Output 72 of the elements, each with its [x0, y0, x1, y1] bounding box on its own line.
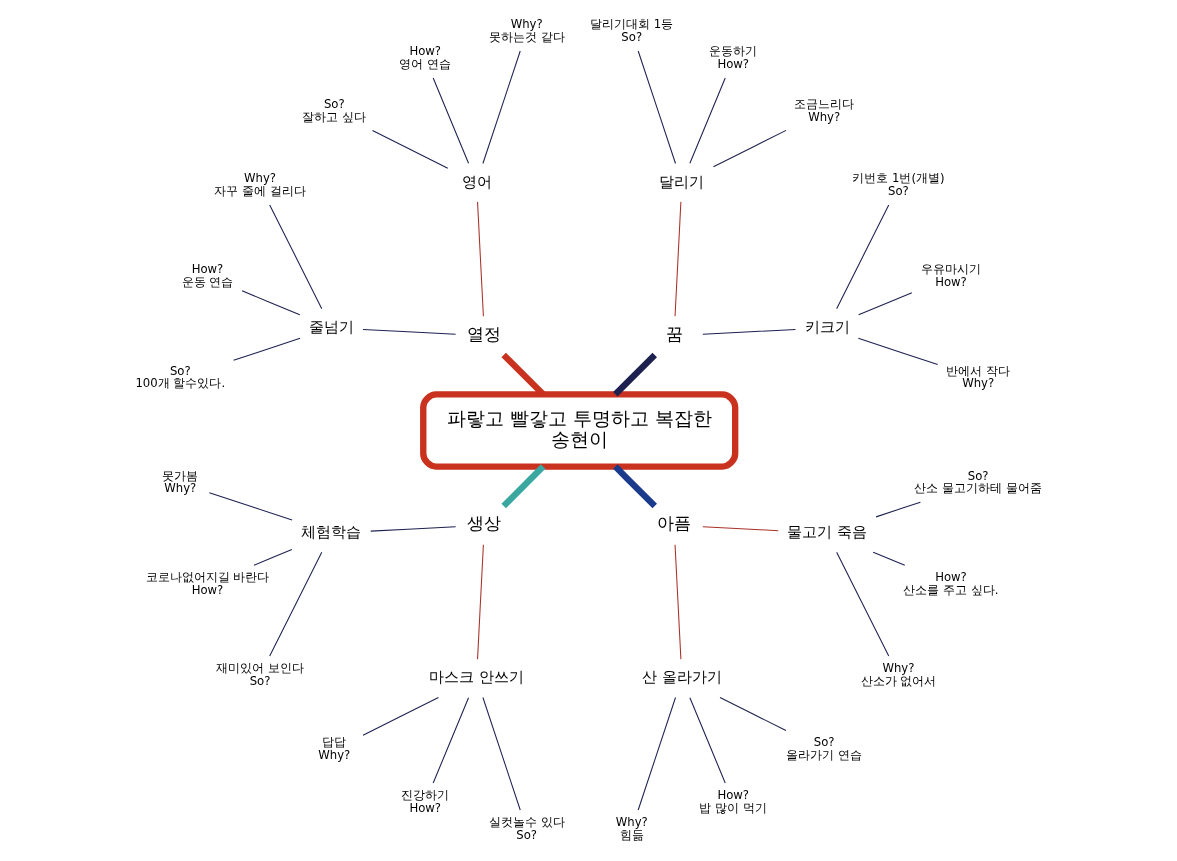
node-text: Why? 힘듦 — [615, 815, 648, 842]
connector — [432, 697, 470, 784]
connector — [613, 464, 657, 509]
node-text: How? 운동 연습 — [181, 262, 234, 289]
connector — [613, 352, 657, 397]
connector — [362, 328, 457, 335]
connector — [836, 551, 890, 657]
node-text: 달리기대회 1등 So? — [590, 17, 674, 44]
connector — [482, 696, 521, 811]
node-text: 키크기 — [804, 317, 850, 336]
connector — [689, 697, 726, 784]
node-text: 답답 Why? — [318, 735, 351, 763]
connector — [477, 544, 484, 660]
node-text: 산 올라가기 — [642, 668, 722, 687]
connector — [712, 129, 787, 168]
connector — [477, 201, 484, 317]
connector — [501, 464, 546, 509]
node-text: So? 잘하고 싶다 — [302, 96, 367, 124]
connector — [432, 77, 470, 164]
node-text: 키번호 1번(개별) So? — [852, 171, 945, 198]
node-text: 조금느리다 Why? — [794, 96, 855, 124]
node-text: 아픔 — [657, 513, 692, 534]
connector — [371, 129, 449, 169]
node-text: How? 밥 많이 먹기 — [699, 787, 767, 815]
node-text: 진강하기 How? — [401, 787, 450, 815]
node-text: 꿈 — [665, 323, 683, 344]
connector — [482, 50, 521, 165]
node-text: 달리기 — [659, 172, 705, 191]
node-text: 재미있어 보인다 So? — [216, 661, 304, 688]
node-text: 실컷놀수 있다 So? — [488, 815, 565, 842]
connector — [858, 292, 913, 316]
node-text: 생상 — [467, 513, 502, 534]
connector — [637, 696, 677, 811]
connector — [241, 290, 301, 316]
connector — [637, 50, 677, 165]
connector — [702, 328, 797, 335]
node-text: 마스크 안쓰기 — [429, 668, 524, 687]
connector — [370, 526, 457, 532]
connector — [836, 204, 890, 310]
node-text: 반에서 작다 Why? — [946, 363, 1010, 391]
connector — [872, 551, 906, 566]
node-text: Why? 자꾸 줄에 걸리다 — [214, 171, 306, 198]
connector — [269, 204, 323, 310]
connector — [719, 696, 787, 732]
node-text: 물고기 죽음 — [787, 523, 867, 542]
connector — [857, 337, 939, 366]
connector — [269, 551, 323, 657]
node-text: So? 100개 할수있다. — [135, 363, 226, 391]
connector — [702, 526, 779, 532]
node-text: 영어 — [461, 172, 492, 191]
node-box: 파랗고 빨갛고 투명하고 복잡한 송현이 — [420, 391, 739, 470]
node-text: 줄넘기 — [308, 317, 354, 336]
connector — [674, 201, 682, 317]
node-text: 못가봄 Why? — [162, 468, 199, 496]
node-text: 열정 — [467, 323, 502, 344]
connector — [233, 337, 301, 361]
connector — [875, 501, 921, 518]
node-text: Why? 산소가 없어서 — [860, 661, 937, 688]
connector — [674, 544, 682, 660]
node-text: 우유마시기 How? — [920, 262, 981, 289]
node-text: 체험학습 — [301, 523, 362, 542]
node-text: 코로나없어지길 바란다 How? — [145, 570, 270, 597]
connector — [689, 77, 726, 164]
node-text: So? 올라가기 연습 — [786, 735, 863, 763]
node-text: How? 산소를 주고 싶다. — [903, 570, 999, 597]
connector — [253, 549, 293, 566]
node-text: So? 산소 물고기하테 물어줌 — [914, 468, 1042, 496]
connector — [362, 696, 439, 736]
node-text: 운동하기 How? — [709, 44, 758, 72]
connector — [208, 492, 293, 521]
node-text: How? 영어 연습 — [399, 44, 452, 72]
node-text: Why? 못하는것 같다 — [488, 17, 565, 44]
